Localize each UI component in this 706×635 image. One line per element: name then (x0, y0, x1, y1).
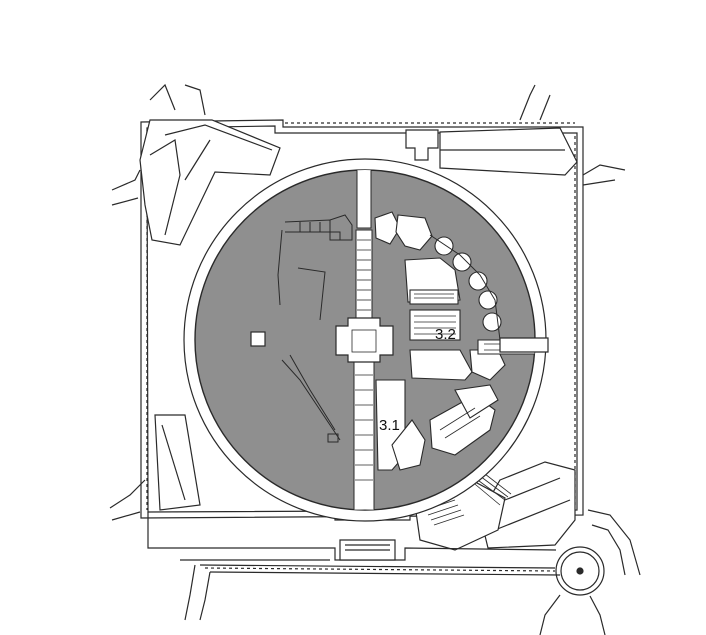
room-label-3-1: 3.1 (379, 417, 400, 434)
interior-rooms (250, 170, 535, 510)
northeast-building (405, 84, 626, 186)
central-cross-chamber (335, 317, 394, 363)
room-label-3-2: 3.2 (435, 326, 456, 343)
east-passage (499, 337, 549, 353)
southwest-structure (154, 414, 201, 511)
northwest-bastion (111, 83, 281, 246)
southeast-bastion (414, 461, 641, 635)
small-square-room (250, 331, 266, 347)
